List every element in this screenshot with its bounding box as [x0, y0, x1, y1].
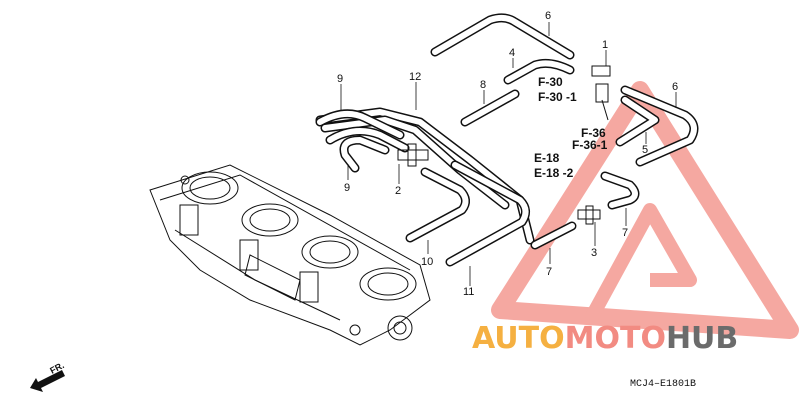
- ref-f36: F-36: [581, 126, 606, 140]
- hose-9-lower: [339, 135, 390, 173]
- watermark-logo: [491, 81, 799, 339]
- hose-7-right: [600, 171, 640, 210]
- watermark-auto: AUTO: [472, 321, 565, 356]
- joint-2: [397, 143, 429, 167]
- part-number-7-lower: 7: [546, 266, 552, 278]
- hose-7-lower: [530, 221, 577, 250]
- front-arrow-icon: [30, 370, 65, 392]
- part-number-10: 10: [421, 256, 433, 268]
- part-number-6-top: 6: [545, 10, 551, 22]
- part-number-12: 12: [409, 71, 421, 83]
- ref-e18: E-18: [534, 151, 560, 165]
- reference-labels: F-30 F-30 -1 F-36 F-36-1 E-18 E-18 -2: [534, 75, 608, 180]
- hose-9-upper: [315, 109, 410, 153]
- throttle-body-assembly: [149, 164, 431, 346]
- ref-f30-1: F-30 -1: [538, 90, 577, 104]
- part-number-9-lower: 9: [344, 182, 350, 194]
- ref-f30: F-30: [538, 75, 563, 89]
- part-number-3: 3: [591, 247, 597, 259]
- hose-6-top: [430, 13, 575, 60]
- hose-5: [615, 95, 660, 147]
- part-number-9-upper: 9: [337, 73, 343, 85]
- hose-10: [405, 167, 470, 243]
- hose-4: [503, 58, 575, 85]
- part-number-4: 4: [509, 47, 515, 59]
- part-number-7-right: 7: [622, 227, 628, 239]
- front-direction-indicator: FR.: [30, 360, 66, 392]
- part-number-2: 2: [395, 185, 401, 197]
- part-number-8: 8: [480, 79, 486, 91]
- joint-3: [577, 205, 601, 225]
- part-number-labels: 6 4 8 12 9 1 6 5 9 2 10 11 7 3 7: [337, 10, 678, 298]
- part-number-5: 5: [642, 144, 648, 156]
- hose-11: [445, 160, 530, 267]
- part-number-1: 1: [602, 39, 608, 51]
- ref-e18-2: E-18 -2: [534, 166, 574, 180]
- valve-1: [591, 65, 611, 121]
- part-number-6-right: 6: [672, 81, 678, 93]
- hose-8: [460, 89, 520, 127]
- part-number-11: 11: [463, 286, 474, 298]
- diagram-code: MCJ4–E1801B: [630, 379, 696, 390]
- hose-6-right: [620, 85, 699, 167]
- watermark-text: AUTOMOTOHUB: [472, 321, 738, 356]
- leader-lines: [340, 22, 677, 286]
- watermark-hub: HUB: [666, 321, 738, 356]
- ref-f36-1: F-36-1: [572, 138, 608, 152]
- watermark-moto: MOTO: [565, 321, 666, 356]
